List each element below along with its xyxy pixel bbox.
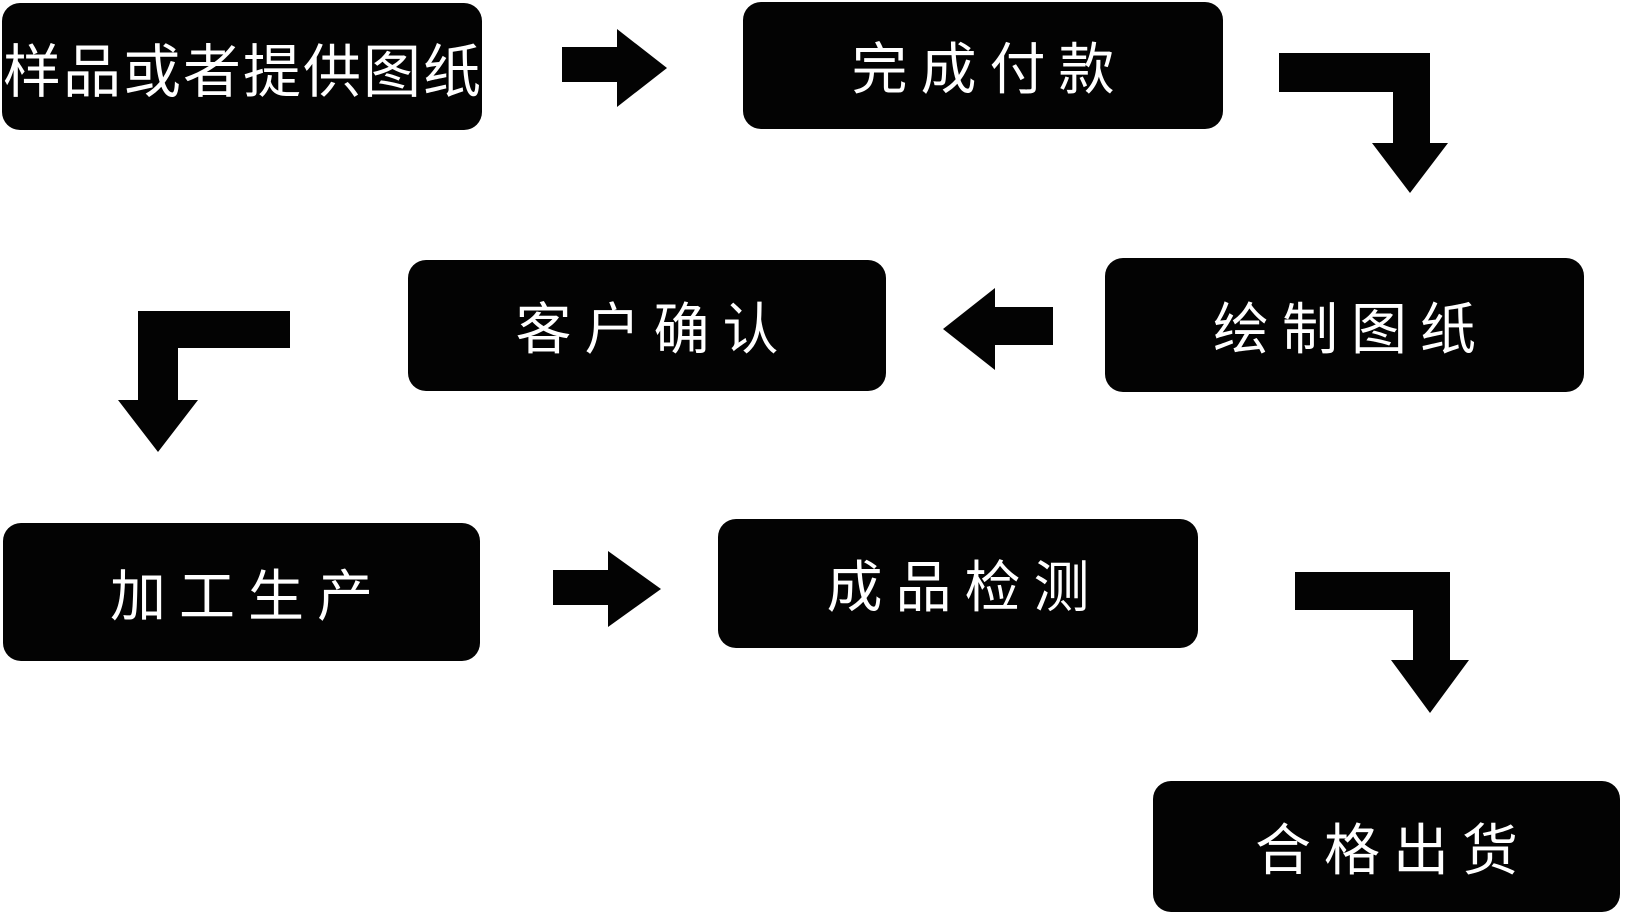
flow-node-customer-confirmation: 客户确认 <box>408 260 886 391</box>
arrow-left-icon <box>943 288 1053 370</box>
node-label: 成品检测 <box>826 556 1103 621</box>
arrow-elbow-down-left-icon <box>118 311 290 452</box>
arrow-right-icon <box>553 551 661 627</box>
flow-node-complete-payment: 完成付款 <box>743 2 1223 129</box>
arrow-elbow-down-right-icon <box>1279 53 1448 193</box>
node-label: 加工生产 <box>110 564 386 630</box>
flow-node-draw-drawings: 绘制图纸 <box>1105 258 1584 392</box>
flow-node-processing-production: 加工生产 <box>3 523 480 661</box>
arrow-right-icon <box>562 29 667 107</box>
flow-node-sample-or-drawing: 样品或者提供图纸 <box>2 3 482 130</box>
node-label: 完成付款 <box>851 38 1128 103</box>
node-label: 合格出货 <box>1255 819 1531 884</box>
flow-node-product-inspection: 成品检测 <box>718 519 1198 648</box>
arrow-elbow-down-right-icon <box>1295 572 1469 713</box>
node-label: 绘制图纸 <box>1213 297 1489 363</box>
node-label: 客户确认 <box>515 298 792 363</box>
node-label: 样品或者提供图纸 <box>2 37 483 106</box>
flow-node-qualified-shipment: 合格出货 <box>1153 781 1620 912</box>
